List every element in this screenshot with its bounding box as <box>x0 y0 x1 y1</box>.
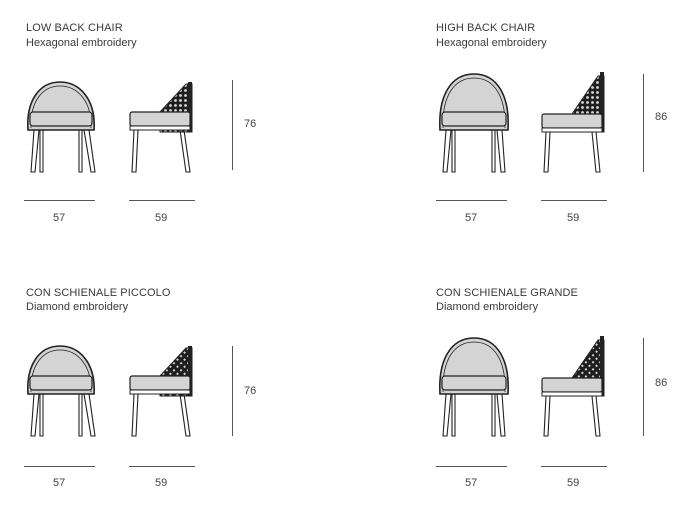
height-dimension-line <box>643 338 644 436</box>
width-dimension-line <box>24 200 95 201</box>
width-dimension: 57 <box>53 477 66 489</box>
panel-subtitle: Diamond embroidery <box>436 301 539 313</box>
depth-dimension: 59 <box>567 477 580 489</box>
front-view-chair <box>27 345 96 437</box>
depth-dimension-line <box>541 466 607 467</box>
width-dimension: 57 <box>53 212 66 224</box>
depth-dimension: 59 <box>567 212 580 224</box>
panel-title: HIGH BACK CHAIR <box>436 22 536 34</box>
front-view-chair <box>439 73 509 173</box>
front-view-chair <box>439 337 509 437</box>
panel-title: LOW BACK CHAIR <box>26 22 123 34</box>
side-view-chair <box>129 346 193 437</box>
height-dimension: 76 <box>244 118 257 130</box>
height-dimension-line <box>232 80 233 170</box>
side-view-chair <box>541 72 605 173</box>
width-dimension-line <box>436 466 507 467</box>
depth-dimension-line <box>129 466 195 467</box>
height-dimension-line <box>232 346 233 436</box>
width-dimension-line <box>436 200 507 201</box>
side-view-chair <box>541 336 605 437</box>
depth-dimension-line <box>129 200 195 201</box>
height-dimension: 86 <box>655 377 668 389</box>
front-view-chair <box>27 81 96 173</box>
panel-title: CON SCHIENALE PICCOLO <box>26 287 171 299</box>
panel-subtitle: Hexagonal embroidery <box>436 37 547 49</box>
width-dimension-line <box>24 466 95 467</box>
width-dimension: 57 <box>465 477 478 489</box>
panel-subtitle: Hexagonal embroidery <box>26 37 137 49</box>
height-dimension: 76 <box>244 385 257 397</box>
side-view-chair <box>129 82 193 173</box>
panel-subtitle: Diamond embroidery <box>26 301 129 313</box>
panel-title: CON SCHIENALE GRANDE <box>436 287 578 299</box>
depth-dimension: 59 <box>155 477 168 489</box>
depth-dimension: 59 <box>155 212 168 224</box>
height-dimension: 86 <box>655 111 668 123</box>
depth-dimension-line <box>541 200 607 201</box>
width-dimension: 57 <box>465 212 478 224</box>
height-dimension-line <box>643 74 644 172</box>
